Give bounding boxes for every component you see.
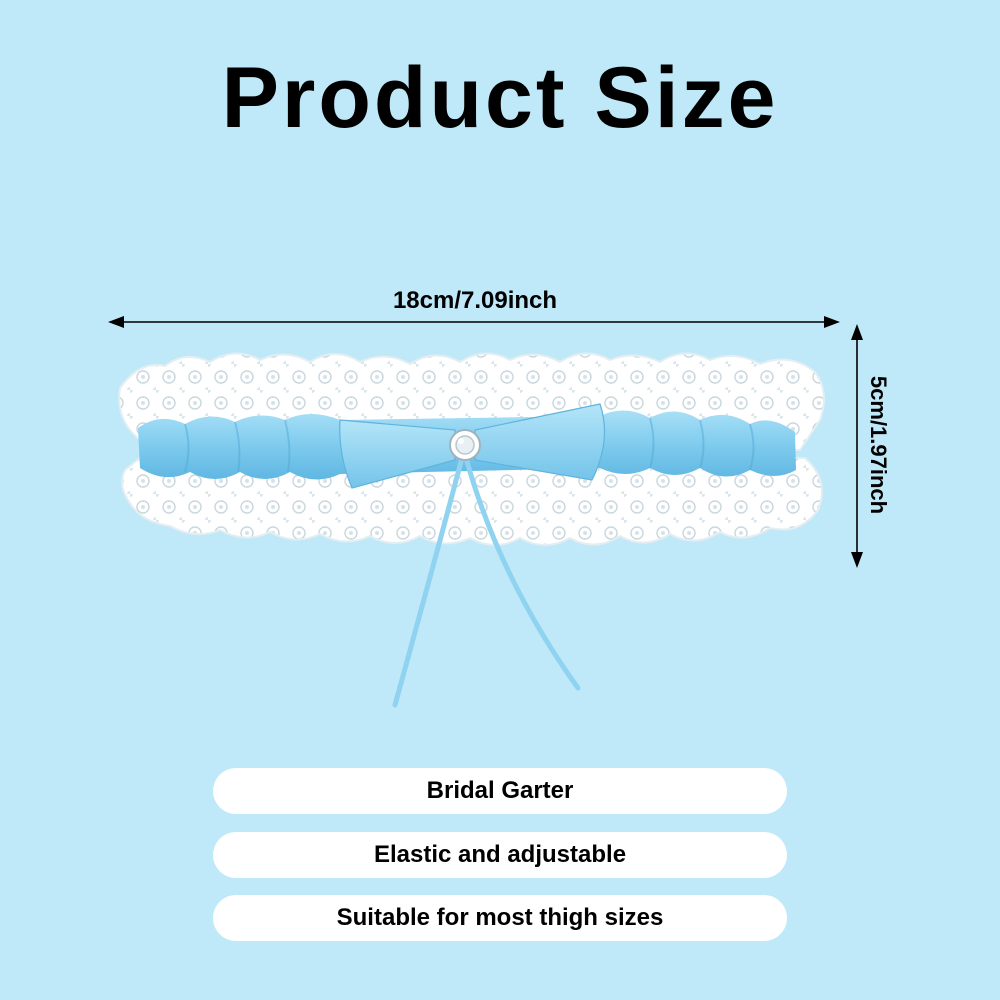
feature-pill: Bridal Garter xyxy=(213,768,787,814)
height-arrow-bottom-head xyxy=(851,552,863,568)
bow-left-loop xyxy=(339,419,456,489)
feature-text: Elastic and adjustable xyxy=(373,841,627,868)
feature-pill: Elastic and adjustable xyxy=(213,832,787,878)
page-title: Product Size xyxy=(221,50,779,146)
ribbon-gathers xyxy=(184,417,755,473)
feature-pill: Suitable for most thigh sizes xyxy=(213,895,787,941)
height-arrow-top-head xyxy=(851,324,863,340)
bow-tail-left xyxy=(392,455,465,708)
width-arrow-left-head xyxy=(108,316,124,328)
bow-right-loop xyxy=(474,403,606,481)
feature-text: Bridal Garter xyxy=(426,777,574,804)
width-dimension-label: 18cm/7.09inch xyxy=(392,287,558,314)
width-arrow-right-head xyxy=(824,316,840,328)
bow-tail-right xyxy=(463,455,581,691)
feature-text: Suitable for most thigh sizes xyxy=(336,904,664,931)
